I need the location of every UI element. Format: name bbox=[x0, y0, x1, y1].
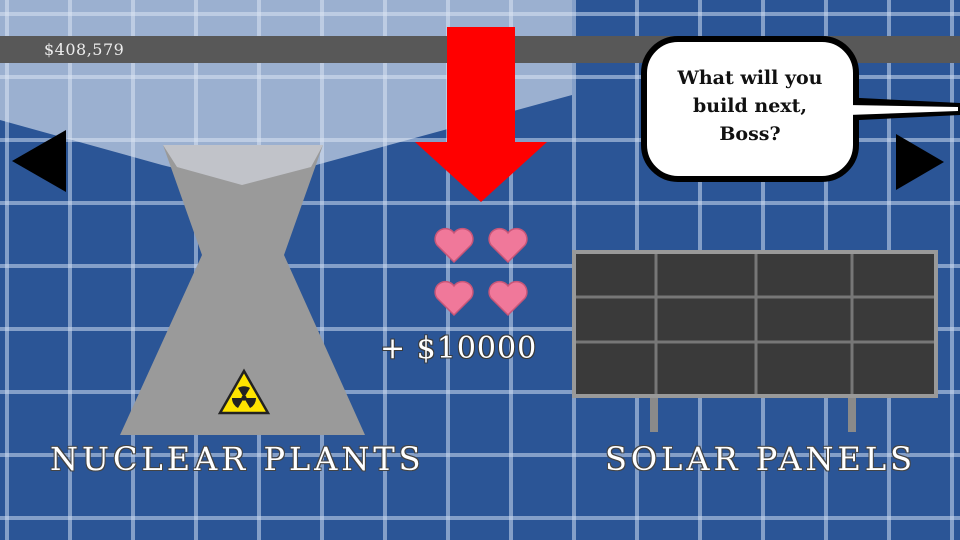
speech-line: What will you bbox=[677, 67, 823, 89]
speech-line: build next, bbox=[692, 95, 808, 117]
bonus-money-text: + $10000 bbox=[380, 331, 538, 366]
speech-line: Boss? bbox=[719, 123, 781, 145]
down-arrow-icon bbox=[415, 27, 547, 202]
solar-panel-building[interactable] bbox=[572, 250, 938, 435]
speech-bubble bbox=[641, 36, 960, 182]
triangle-left-icon[interactable] bbox=[12, 130, 66, 192]
nuclear-plant-building[interactable] bbox=[120, 145, 365, 435]
nuclear-plants-label[interactable]: NUCLEAR PLANTS bbox=[50, 440, 425, 478]
speech-text: What will you build next, Boss? bbox=[655, 64, 845, 148]
triangle-right-icon[interactable] bbox=[896, 134, 944, 190]
solar-panels-label[interactable]: SOLAR PANELS bbox=[605, 440, 917, 478]
reward-hearts bbox=[430, 222, 530, 322]
money-display: $408,579 bbox=[44, 40, 125, 59]
heart-icon bbox=[434, 227, 474, 264]
heart-icon bbox=[488, 227, 528, 264]
radiation-warning-icon bbox=[217, 368, 271, 415]
heart-icon bbox=[488, 280, 528, 317]
heart-icon bbox=[434, 280, 474, 317]
